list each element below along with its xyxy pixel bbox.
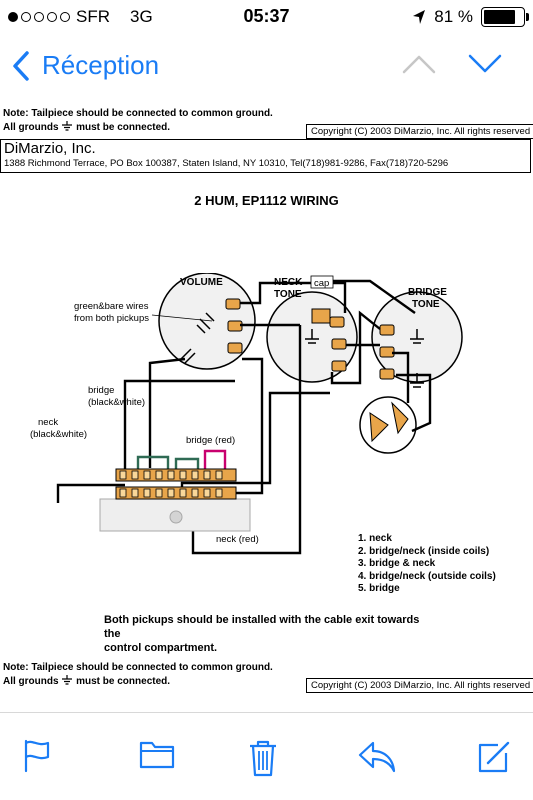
- compose-icon[interactable]: [476, 739, 512, 775]
- trash-icon[interactable]: [248, 739, 278, 777]
- copyright-notice: Copyright (C) 2003 DiMarzio, Inc. All ri…: [306, 678, 533, 693]
- ground-wires-label-2: from both pickups: [74, 313, 149, 324]
- folder-icon[interactable]: [139, 739, 175, 769]
- top-note: Note: Tailpiece should be connected to c…: [3, 107, 273, 135]
- note-line-1: Note: Tailpiece should be connected to c…: [3, 108, 273, 119]
- company-address: 1388 Richmond Terrace, PO Box 100387, St…: [4, 158, 449, 169]
- diagram-title: 2 HUM, EP1112 WIRING: [194, 193, 339, 208]
- ground-symbol-icon: [62, 675, 73, 685]
- wiring-document: Note: Tailpiece should be connected to c…: [0, 103, 533, 698]
- cap-label: cap: [314, 278, 329, 289]
- legend-item: 1. neck: [358, 533, 392, 544]
- legend-item: 4. bridge/neck (outside coils): [358, 570, 496, 582]
- legend-item: 3. bridge & neck: [358, 558, 436, 569]
- neck-wire-label-1: neck: [38, 417, 58, 428]
- neck-red-label: neck (red): [216, 534, 259, 545]
- reply-icon[interactable]: [357, 739, 397, 773]
- previous-message-button[interactable]: [402, 54, 436, 74]
- neck-wire-label-2: (black&white): [30, 429, 87, 440]
- bridge-red-label: bridge (red): [186, 435, 235, 446]
- back-button[interactable]: Réception: [12, 50, 159, 81]
- navigation-bar: Réception: [0, 36, 533, 102]
- switch-position-legend: 1. neck 2. bridge/neck (inside coils) 3.…: [358, 533, 496, 596]
- carrier-label: SFR: [76, 7, 110, 26]
- next-message-button[interactable]: [468, 54, 502, 74]
- status-bar: SFR 3G 05:37 81 %: [0, 0, 533, 36]
- flag-icon[interactable]: [22, 739, 52, 773]
- wiring-diagram: VOLUME NECK TONE BRIDGE TONE cap green&b…: [30, 273, 463, 555]
- back-label: Réception: [42, 50, 160, 80]
- status-time: 05:37: [243, 6, 290, 26]
- note-line-1: Note: Tailpiece should be connected to c…: [3, 662, 273, 673]
- neck-tone-label-1: NECK: [274, 277, 303, 288]
- legend-item: 2. bridge/neck (inside coils): [358, 545, 490, 557]
- ground-wires-label-1: green&bare wires: [74, 301, 149, 312]
- bridge-tone-label-1: BRIDGE: [408, 287, 447, 298]
- signal-strength-icon: [8, 12, 70, 22]
- bottom-note: Note: Tailpiece should be connected to c…: [3, 661, 273, 689]
- location-arrow-icon: [413, 10, 426, 24]
- legend-item: 5. bridge: [358, 583, 400, 594]
- bridge-tone-label-2: TONE: [412, 299, 440, 310]
- ground-symbol-icon: [62, 121, 73, 131]
- bottom-toolbar: [0, 712, 533, 800]
- note-line-2: All grounds must be connected.: [3, 675, 171, 687]
- copyright-notice: Copyright (C) 2003 DiMarzio, Inc. All ri…: [306, 124, 533, 139]
- company-name: DiMarzio, Inc.: [4, 140, 96, 157]
- battery-percent: 81 %: [434, 7, 473, 26]
- note-line-2: All grounds must be connected.: [3, 121, 171, 133]
- volume-label: VOLUME: [180, 277, 223, 288]
- chevron-left-icon: [13, 50, 29, 81]
- bridge-wire-label-2: (black&white): [88, 397, 145, 408]
- installation-note: Both pickups should be installed with th…: [104, 614, 420, 654]
- battery-icon: [481, 7, 529, 27]
- neck-tone-label-2: TONE: [274, 289, 302, 300]
- bridge-wire-label-1: bridge: [88, 385, 114, 396]
- company-header: DiMarzio, Inc. 1388 Richmond Terrace, PO…: [0, 139, 531, 173]
- network-label: 3G: [130, 7, 153, 26]
